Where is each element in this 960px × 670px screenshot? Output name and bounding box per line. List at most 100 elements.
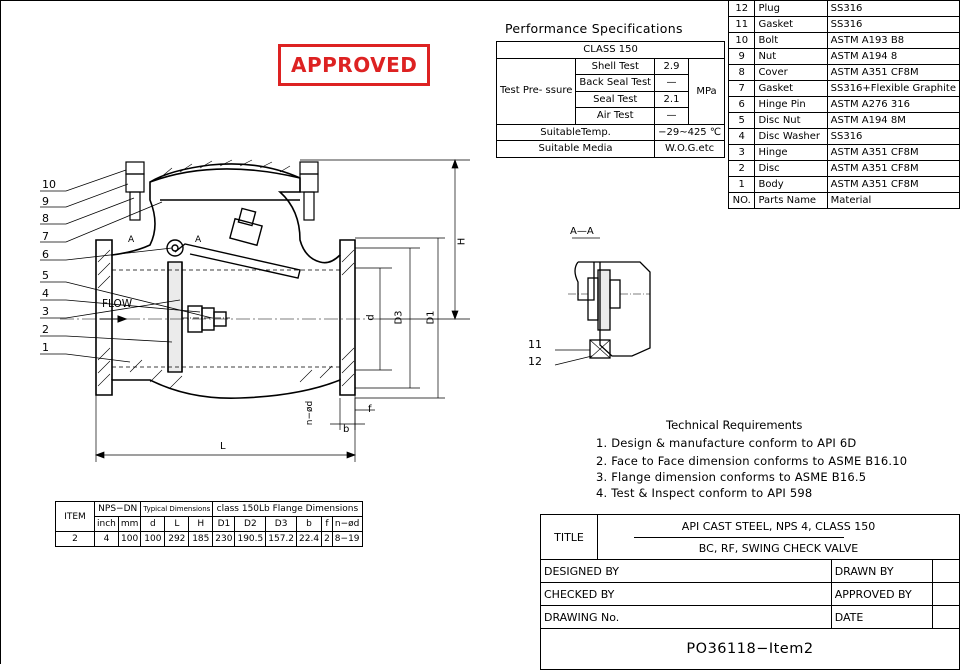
callout-5: 5 xyxy=(42,269,49,282)
dim-n-od: n−ød xyxy=(305,400,316,426)
drawn-by-label: DRAWN BY xyxy=(830,559,933,583)
dim-D1: D1 xyxy=(425,310,437,325)
requirement-item: 1. Design & manufacture conform to API 6… xyxy=(596,436,857,450)
requirement-item: 3. Flange dimension conforms to ASME B16… xyxy=(596,470,867,484)
dim-head-nps: NPS−DN xyxy=(93,501,142,517)
dim-D3: D3 xyxy=(393,310,405,325)
checked-by-label: CHECKED BY xyxy=(540,582,832,606)
media-value: W.O.G.etc xyxy=(654,140,726,158)
dim-subheader: D1 xyxy=(212,516,236,532)
date-label: DATE xyxy=(830,605,933,629)
valve-body xyxy=(95,163,356,399)
drawing-no-label: DRAWING No. xyxy=(540,605,832,629)
parts-header-no: NO. xyxy=(727,192,756,209)
dim-cell: 190.5 xyxy=(234,531,267,547)
approved-by-value xyxy=(931,582,960,606)
title-line2: BC, RF, SWING CHECK VALVE xyxy=(597,537,960,560)
disc-assembly xyxy=(166,207,301,373)
dim-subheader: b xyxy=(296,516,323,532)
dim-subheader: D2 xyxy=(234,516,267,532)
performance-title: Performance Specifications xyxy=(505,21,683,36)
requirement-item: 2. Face to Face dimension conforms to AS… xyxy=(596,454,908,468)
dim-head-typical: Typical Dimensions xyxy=(140,501,214,517)
dim-cell: 157.2 xyxy=(265,531,298,547)
requirements-title: Technical Requirements xyxy=(666,418,803,432)
dim-cell: 230 xyxy=(212,531,236,547)
dim-cell: 100 xyxy=(140,531,166,547)
approved-by-label: APPROVED BY xyxy=(830,582,933,606)
bore-lines xyxy=(112,269,340,368)
dim-subheader: H xyxy=(188,516,214,532)
title-line1: API CAST STEEL, NPS 4, CLASS 150 xyxy=(597,514,960,537)
callout-10: 10 xyxy=(42,178,56,191)
media-label: Suitable Media xyxy=(495,140,656,158)
callout-1: 1 xyxy=(42,341,49,354)
dim-b: b xyxy=(343,424,350,435)
dim-head-flange: class 150Lb Flange Dimensions xyxy=(212,501,363,517)
section-mark-a: A xyxy=(128,235,135,245)
callout-leaders xyxy=(40,169,213,363)
title-inner-rule xyxy=(634,537,844,538)
callout-8: 8 xyxy=(42,212,49,225)
dimension-lines xyxy=(95,159,470,462)
dim-cell: 185 xyxy=(188,531,214,547)
title-block: TITLE API CAST STEEL, NPS 4, CLASS 150 B… xyxy=(540,514,960,670)
flow-label: FLOW xyxy=(102,298,133,310)
callout-7: 7 xyxy=(42,230,49,243)
section-mark-a2: A xyxy=(195,235,202,245)
drawn-by-value xyxy=(931,559,960,583)
callout-6: 6 xyxy=(42,248,49,261)
section-title: A—A xyxy=(570,226,594,237)
callout-3: 3 xyxy=(42,305,49,318)
dim-cell: 2 xyxy=(321,531,333,547)
dimension-table: ITEM NPS−DN Typical Dimensions class 150… xyxy=(55,501,363,547)
dim-subheader: mm xyxy=(117,516,142,532)
cover-bolts xyxy=(125,161,319,221)
title-label: TITLE xyxy=(540,514,598,560)
dim-subheader: f xyxy=(321,516,333,532)
doc-number: PO36118−Item2 xyxy=(540,628,960,670)
dim-head-item: ITEM xyxy=(55,501,95,532)
dim-cell: 292 xyxy=(164,531,190,547)
callout-2: 2 xyxy=(42,323,49,336)
dim-cell: 22.4 xyxy=(296,531,323,547)
page-border-top xyxy=(0,0,960,1)
page-border-left xyxy=(0,0,1,664)
performance-table: CLASS 150 Test Pre- ssure Shell Test 2.9… xyxy=(495,41,726,158)
pressure-unit: MPa xyxy=(687,57,726,125)
section-view xyxy=(554,237,651,366)
dim-subheader: D3 xyxy=(265,516,298,532)
callout-12: 12 xyxy=(528,355,542,368)
hatching xyxy=(97,159,355,389)
dim-f: f xyxy=(368,404,372,415)
dim-subheader: n−ød xyxy=(331,516,363,532)
dim-subheader: inch xyxy=(94,516,119,532)
dim-subheader: L xyxy=(164,516,190,532)
test-pressure-label: Test Pre- ssure xyxy=(495,57,577,125)
callout-11: 11 xyxy=(528,338,542,351)
dim-cell: 4 xyxy=(94,531,119,547)
designed-by-label: DESIGNED BY xyxy=(540,559,832,583)
dim-L: L xyxy=(220,441,226,452)
dim-cell: 100 xyxy=(117,531,142,547)
dim-d: d xyxy=(365,314,377,321)
dim-cell: 2 xyxy=(55,531,95,547)
dim-subheader: d xyxy=(140,516,166,532)
parts-header-material: Material xyxy=(826,192,960,209)
callout-4: 4 xyxy=(42,287,49,300)
dim-cell: 8−19 xyxy=(331,531,363,547)
requirement-item: 4. Test & Inspect conform to API 598 xyxy=(596,486,813,500)
date-value xyxy=(931,605,960,629)
approved-stamp: APPROVED xyxy=(278,44,431,86)
callout-9: 9 xyxy=(42,195,49,208)
